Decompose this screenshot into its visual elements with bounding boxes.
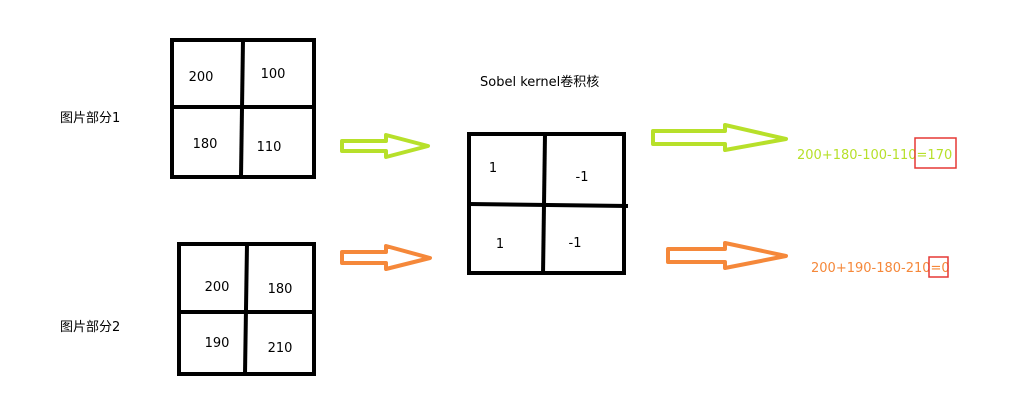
arrow-orange-1 — [340, 244, 432, 271]
matrix-2-cell-bl: 190 — [205, 336, 230, 351]
result-2-highlight-box — [928, 256, 949, 278]
result-2-value: 0 — [941, 261, 949, 276]
label-part2: 图片部分2 — [60, 320, 120, 335]
matrix-2-cell-br: 210 — [268, 341, 293, 356]
result-1-expression: 200+180-100-110= — [797, 148, 927, 163]
matrix-2: 200 180 190 210 — [177, 242, 316, 376]
arrow-green-2 — [651, 123, 788, 152]
kernel-cell-bl: 1 — [496, 237, 504, 252]
matrix-2-cell-tr: 180 — [268, 282, 293, 297]
result-1: 200+180-100-110=170 — [797, 137, 957, 169]
matrix-1: 200 100 180 110 — [170, 38, 316, 179]
result-2: 200+190-180-210=0 — [811, 256, 950, 278]
result-2-expression: 200+190-180-210= — [811, 261, 941, 276]
kernel-title: Sobel kernel卷积核 — [480, 74, 599, 90]
kernel-cell-tr: -1 — [576, 170, 589, 185]
arrow-orange-2 — [666, 241, 788, 270]
kernel-cell-tl: 1 — [489, 161, 497, 176]
kernel-matrix: 1 -1 1 -1 — [467, 132, 629, 276]
result-1-equation: 200+180-100-110=170 — [797, 148, 952, 163]
result-1-value: 170 — [927, 148, 952, 163]
matrix-1-cell-tr: 100 — [261, 67, 286, 82]
matrix-2-cell-tl: 200 — [205, 280, 230, 295]
kernel-border — [467, 132, 626, 275]
matrix-1-cell-bl: 180 — [193, 137, 218, 152]
kernel-cell-br: -1 — [569, 236, 582, 251]
arrow-green-1 — [340, 133, 430, 159]
result-2-equation: 200+190-180-210=0 — [811, 261, 950, 276]
result-1-highlight-box — [914, 137, 957, 169]
label-part1: 图片部分1 — [60, 111, 120, 126]
matrix-1-cell-br: 110 — [257, 140, 282, 155]
matrix-2-divider-v — [243, 243, 249, 375]
matrix-1-cell-tl: 200 — [189, 70, 214, 85]
kernel-divider-h — [468, 202, 629, 208]
